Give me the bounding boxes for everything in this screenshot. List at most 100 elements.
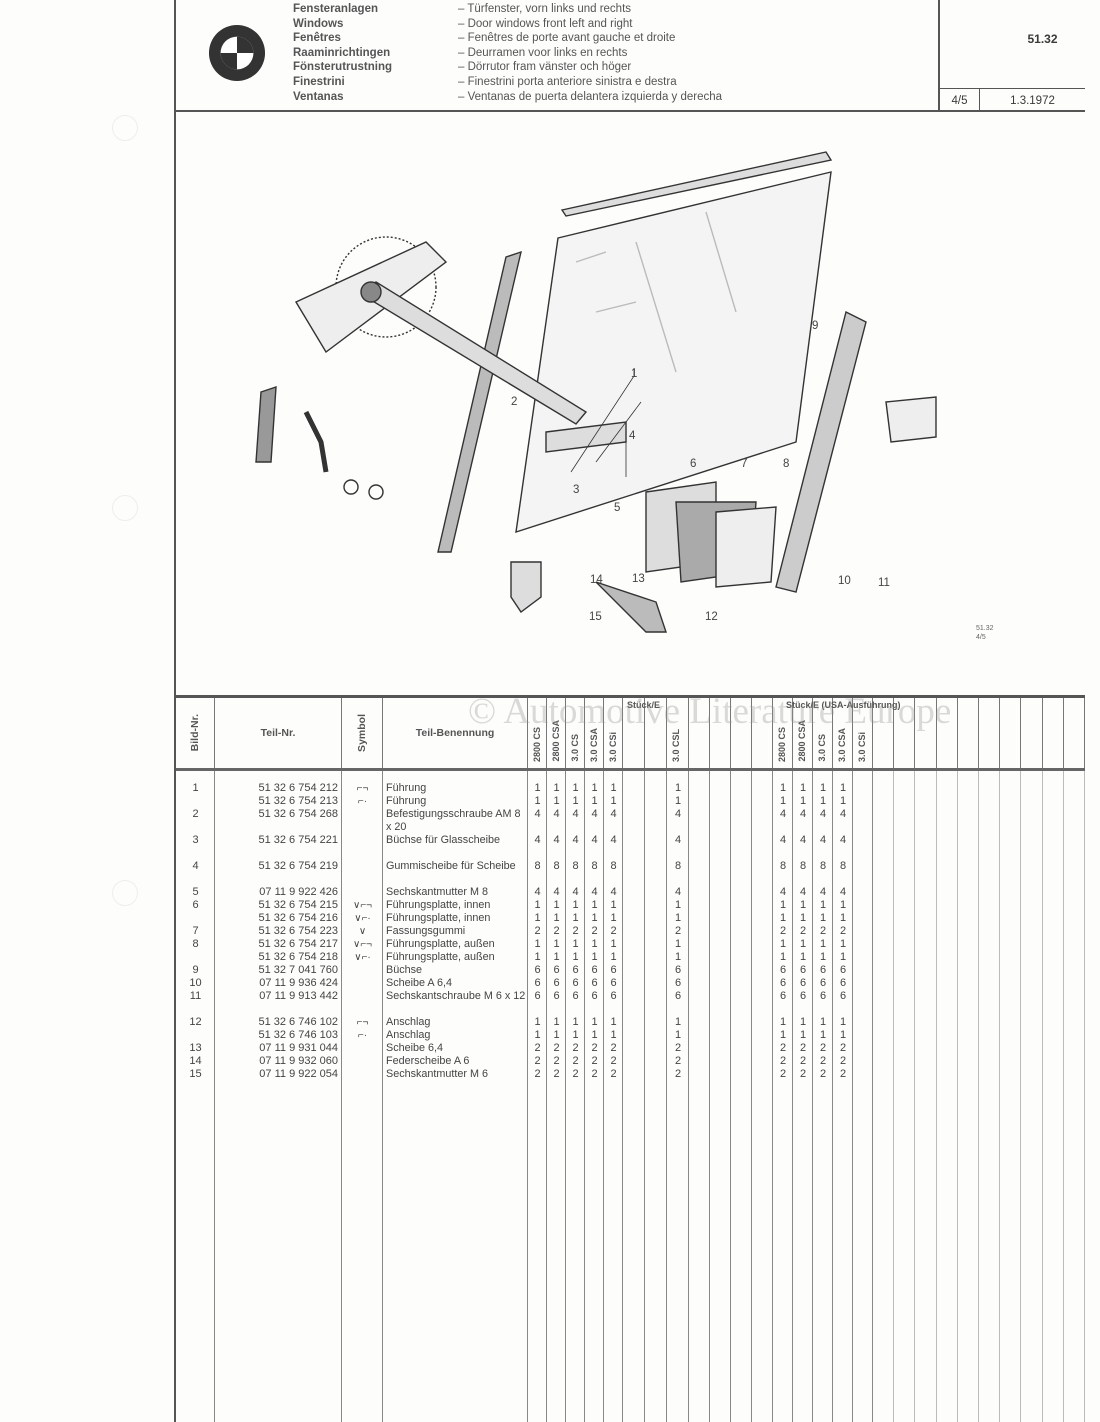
empty-cell: [853, 964, 873, 977]
part-number: 51 32 6 754 219: [258, 860, 338, 872]
empty-cell: [689, 964, 710, 977]
empty-cell: [1043, 1029, 1064, 1042]
quantity: 1: [534, 1029, 541, 1041]
quantity: 1: [839, 1029, 847, 1041]
bild-nr: 9: [192, 964, 199, 976]
empty-cell: [873, 964, 894, 977]
empty-cell: [853, 912, 873, 925]
caption-code: 51.32: [976, 625, 994, 632]
quantity: 1: [779, 899, 787, 911]
empty-cell: [752, 990, 773, 1016]
empty-cell: [1064, 808, 1085, 834]
empty-cell: [752, 899, 773, 912]
callout-8: 8: [783, 458, 790, 470]
quantity: 2: [799, 1055, 807, 1067]
quantity: 6: [534, 990, 541, 1002]
empty-cell: [958, 795, 979, 808]
part-name: Anschlag: [386, 1029, 431, 1041]
empty-cell: [752, 1055, 773, 1068]
empty-cell: [623, 1042, 645, 1055]
column-line: [689, 771, 710, 1422]
column-line: [1064, 771, 1085, 1422]
part-number: 51 32 6 754 213: [258, 795, 338, 807]
empty-cell: [979, 808, 1000, 834]
category-it: Finestrini: [293, 75, 345, 88]
issue-date: 1.3.1972: [1010, 94, 1055, 107]
empty-cell: [1000, 899, 1021, 912]
door-window-diagram: [255, 151, 937, 633]
quantity: 6: [534, 977, 541, 989]
description-de: – Türfenster, vorn links und rechts: [458, 3, 632, 15]
empty-cell: [645, 964, 667, 977]
empty-cell: [915, 1042, 936, 1055]
empty-cell: [1043, 795, 1064, 808]
quantity: 2: [534, 1068, 541, 1080]
empty-cell: [894, 977, 915, 990]
quantity: 4: [839, 808, 847, 820]
empty-cell: [623, 912, 645, 925]
empty-cell: [1000, 1016, 1021, 1029]
empty-cell: [710, 795, 731, 808]
quantity: 6: [839, 990, 847, 1002]
bild-nr: 7: [192, 925, 199, 937]
quantity: 1: [591, 899, 598, 911]
empty-cell: [915, 1029, 936, 1042]
empty-cell: [894, 938, 915, 951]
empty-cell: [937, 808, 958, 834]
empty-cell: [623, 977, 645, 990]
quantity: 4: [674, 808, 682, 820]
empty-cell: [1064, 951, 1085, 964]
quantity: 2: [839, 1068, 847, 1080]
quantity: 2: [553, 1068, 560, 1080]
quantity: 4: [610, 886, 617, 898]
caption-page: 4/5: [976, 634, 986, 641]
empty-cell: [1000, 977, 1021, 990]
empty-cell: [1021, 795, 1042, 808]
empty-cell: [915, 964, 936, 977]
empty-cell: [894, 951, 915, 964]
quantity: 1: [610, 1029, 617, 1041]
empty-cell: [979, 912, 1000, 925]
empty-cell: [731, 886, 752, 899]
empty-cell: [623, 782, 645, 795]
empty-cell: [710, 990, 731, 1016]
empty-cell: [979, 899, 1000, 912]
quantity: 1: [591, 1029, 598, 1041]
part-name: Befestigungsschraube AM 8 x 20: [386, 808, 521, 833]
col-empty: [689, 698, 710, 768]
bild-nr: 12: [189, 1016, 202, 1028]
part-number: 51 32 6 754 218: [258, 951, 338, 963]
empty-cell: [1021, 1068, 1042, 1081]
empty-cell: [689, 1068, 710, 1081]
quantity: 2: [839, 1042, 847, 1054]
column-line: [645, 771, 667, 1422]
model-label: 3.0 CS: [817, 734, 827, 762]
empty-cell: [731, 808, 752, 834]
quantity: 1: [799, 795, 807, 807]
empty-cell: [894, 912, 915, 925]
quantity: 6: [674, 964, 682, 976]
quantity: 2: [799, 1068, 807, 1080]
empty-cell: [710, 834, 731, 860]
empty-cell: [1064, 990, 1085, 1016]
col-empty: [958, 698, 979, 768]
empty-cell: [623, 795, 645, 808]
quantity: 6: [610, 964, 617, 976]
quantity: 1: [610, 912, 617, 924]
empty-cell: [1000, 1055, 1021, 1068]
empty-cell: [645, 886, 667, 899]
empty-cell: [958, 1042, 979, 1055]
empty-cell: [623, 886, 645, 899]
empty-cell: [731, 964, 752, 977]
part-number: 51 32 6 754 221: [258, 834, 338, 846]
empty-cell: [873, 860, 894, 886]
empty-cell: [979, 834, 1000, 860]
callout-3: 3: [573, 484, 580, 496]
quantity: 1: [839, 899, 847, 911]
quantity: 1: [572, 899, 579, 911]
symbol: [342, 860, 383, 886]
quantity: 1: [799, 1016, 807, 1028]
